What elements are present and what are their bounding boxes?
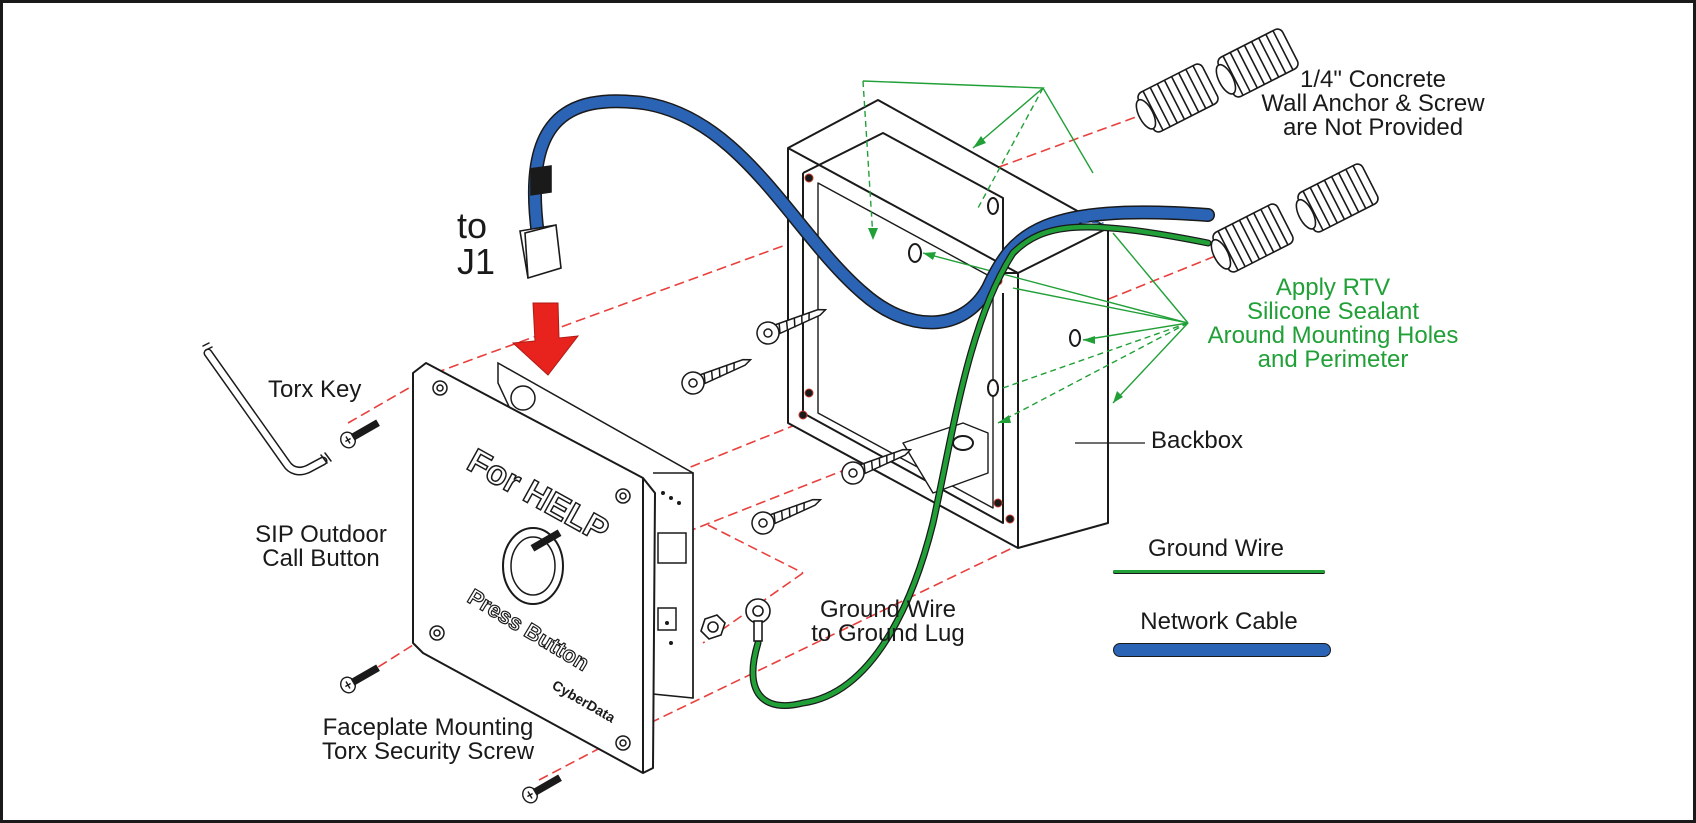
anchor-line2: Wall Anchor & Screw [1261, 90, 1485, 117]
rtv-line2: Silicone Sealant [1246, 298, 1420, 325]
rtv-sealant-note: Apply RTV Silicone Sealant Around Mounti… [1193, 276, 1473, 372]
anchor-line3: are Not Provided [1282, 114, 1464, 141]
legend-ground-swatch [1113, 570, 1325, 574]
sip-line1: SIP Outdoor [255, 521, 387, 548]
to-j1-label: to J1 [457, 208, 495, 280]
anchor-line1: 1/4" Concrete [1300, 66, 1446, 93]
ground-lug-label: Ground Wire to Ground Lug [793, 598, 983, 646]
rj45-connector [519, 165, 562, 280]
wall-anchors [1135, 28, 1379, 273]
down-arrow-icon [511, 302, 580, 376]
ground-wire [749, 223, 1212, 709]
faceplate-line1: Faceplate Mounting [322, 714, 534, 741]
to-j1-line1: to [457, 205, 488, 246]
to-j1-line2: J1 [457, 241, 496, 282]
rtv-line3: Around Mounting Holes [1207, 322, 1459, 349]
hex-nut [700, 614, 726, 640]
sip-outdoor-label: SIP Outdoor Call Button [241, 523, 401, 571]
faceplate-screw-label: Faceplate Mounting Torx Security Screw [303, 716, 553, 764]
ground-lug-terminal [745, 598, 771, 642]
rtv-arrowheads [868, 136, 1123, 423]
wall-anchor-note: 1/4" Concrete Wall Anchor & Screw are No… [1253, 68, 1493, 140]
rtv-line1: Apply RTV [1275, 274, 1391, 301]
legend-network-label: Network Cable [1140, 608, 1298, 635]
torx-key-label: Torx Key [268, 376, 362, 403]
torx-key-icon [202, 342, 332, 476]
rtv-pointer-lines [862, 80, 1189, 424]
faceplate [412, 362, 656, 774]
rtv-line4: and Perimeter [1257, 346, 1409, 373]
exploded-assembly-drawing: For HELP Press Button CyberData [202, 28, 1379, 804]
faceplate-line2: Torx Security Screw [321, 738, 535, 765]
faceplate-screws [340, 419, 562, 804]
ground-lug-line2: to Ground Lug [811, 620, 965, 647]
backbox-screws [681, 308, 913, 535]
backbox-label: Backbox [1151, 427, 1244, 454]
sip-line2: Call Button [262, 545, 380, 572]
legend-network-swatch [1113, 643, 1331, 657]
ground-lug-line1: Ground Wire [819, 596, 957, 623]
legend-ground-label: Ground Wire [1147, 535, 1285, 562]
